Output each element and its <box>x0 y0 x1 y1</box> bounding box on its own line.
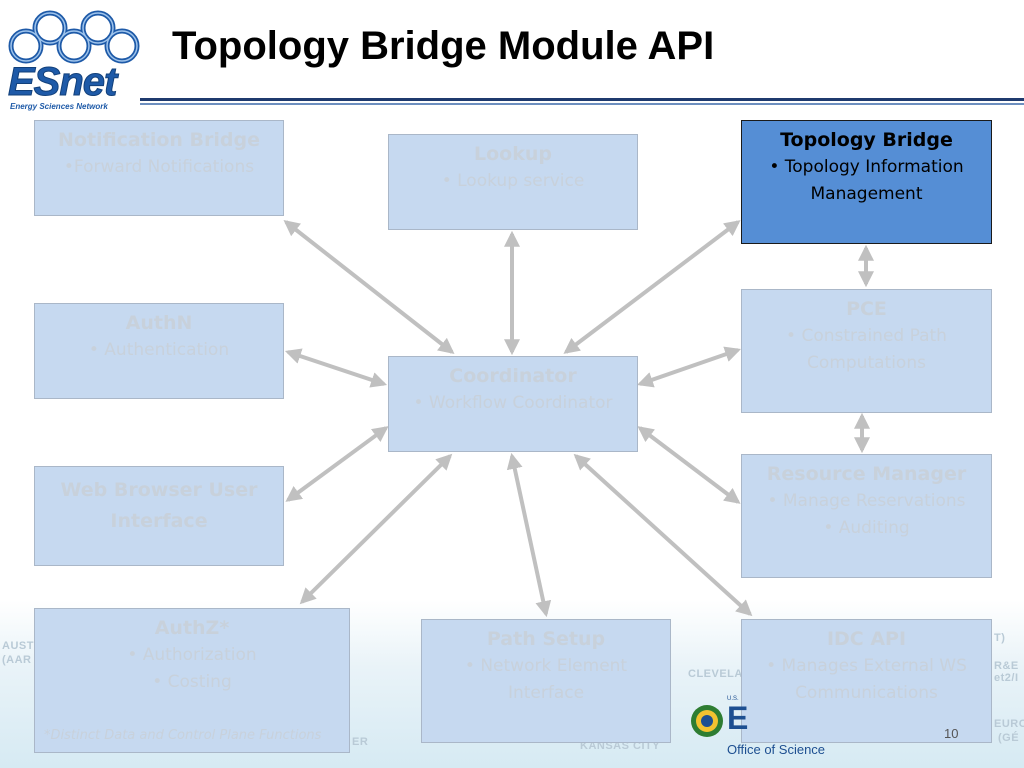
module-idc-api: IDC API • Manages External WS Communicat… <box>741 619 992 743</box>
module-title: Resource Manager <box>766 463 967 485</box>
map-label: CLEVELA <box>688 668 743 680</box>
map-label: EURO <box>994 718 1024 730</box>
logo-rings-icon <box>8 10 140 64</box>
doe-logo-letter: E <box>727 700 749 736</box>
module-title: Notification Bridge <box>58 129 260 151</box>
module-title: Coordinator <box>449 365 577 387</box>
module-topology-bridge: Topology Bridge • Topology Information M… <box>741 120 992 244</box>
doe-us-label: U.S. <box>727 696 739 702</box>
module-detail: Communications <box>795 683 938 703</box>
module-notification-bridge: Notification Bridge •Forward Notificatio… <box>34 120 284 216</box>
arrow-coordinator-idc-api <box>573 453 753 617</box>
map-label: (GÉ <box>998 732 1020 744</box>
module-detail: • Authentication <box>88 340 230 360</box>
module-detail: • Costing <box>152 672 232 692</box>
arrow-coordinator-path-setup <box>506 452 552 618</box>
module-authz: AuthZ* • Authorization • Costing <box>34 608 350 753</box>
module-title: IDC API <box>826 628 907 650</box>
module-detail: Computations <box>807 353 926 373</box>
module-detail: • Topology Information <box>769 157 964 177</box>
module-title: Topology Bridge <box>780 129 953 151</box>
module-title: AuthZ* <box>154 617 230 639</box>
footnote: *Distinct Data and Control Plane Functio… <box>44 728 322 743</box>
module-detail: • Manages External WS <box>766 656 967 676</box>
doe-seal-icon <box>691 705 723 737</box>
module-resource-manager: Resource Manager • Manage Reservations •… <box>741 454 992 578</box>
module-pce: PCE • Constrained Path Computations <box>741 289 992 413</box>
arrow-coordinator-topology-bridge <box>563 220 741 354</box>
arrow-coordinator-resource-manager <box>637 426 741 504</box>
module-title: PCE <box>846 298 887 320</box>
module-detail: • Auditing <box>823 518 910 538</box>
map-label: ER <box>352 736 369 748</box>
slide-title: Topology Bridge Module API <box>172 24 715 68</box>
module-authn: AuthN • Authentication <box>34 303 284 399</box>
logo-wordmark: ESnet <box>7 60 117 105</box>
map-label: T) <box>994 632 1006 644</box>
module-title: Web Browser User <box>60 479 258 501</box>
module-title-continued: Interface <box>110 510 208 532</box>
arrow-coordinator-pce <box>636 346 742 388</box>
arrow-coordinator-authz <box>299 453 453 605</box>
module-detail: Interface <box>507 683 585 703</box>
arrow-coordinator-notification-bridge <box>283 220 455 354</box>
module-detail: • Lookup service <box>441 171 585 191</box>
map-label: KANSAS CITY <box>580 740 661 752</box>
map-label: et2/I <box>994 672 1019 684</box>
map-label: (AAR <box>2 654 32 666</box>
module-detail: • Manage Reservations <box>767 491 966 511</box>
map-label: AUSTI <box>2 640 38 652</box>
module-detail: Management <box>810 184 923 204</box>
module-detail: • Authorization <box>127 645 257 665</box>
logo-tagline: Energy Sciences Network <box>10 102 108 111</box>
arrow-coordinator-web-browser <box>285 426 389 502</box>
page-number: 10 <box>944 726 959 741</box>
module-title: AuthN <box>125 312 193 334</box>
module-detail: • Workflow Coordinator <box>413 393 613 413</box>
module-lookup: Lookup • Lookup service <box>388 134 638 230</box>
arrow-coordinator-authn <box>284 348 388 388</box>
title-divider <box>140 98 1024 101</box>
doe-office-of-science: Office of Science <box>727 742 826 757</box>
title-divider-secondary <box>140 103 1024 105</box>
module-detail: •Forward Notifications <box>63 157 255 177</box>
module-detail: • Constrained Path <box>786 326 947 346</box>
module-web-browser-ui: Web Browser User Interface <box>34 466 284 566</box>
module-detail: • Network Element <box>464 656 628 676</box>
module-coordinator: Coordinator • Workflow Coordinator <box>388 356 638 452</box>
map-label: R&E <box>994 660 1019 672</box>
esnet-logo: ESnet Energy Sciences Network <box>4 6 164 111</box>
module-title: Lookup <box>474 143 552 165</box>
module-title: Path Setup <box>486 628 606 650</box>
module-path-setup: Path Setup • Network Element Interface <box>421 619 671 743</box>
